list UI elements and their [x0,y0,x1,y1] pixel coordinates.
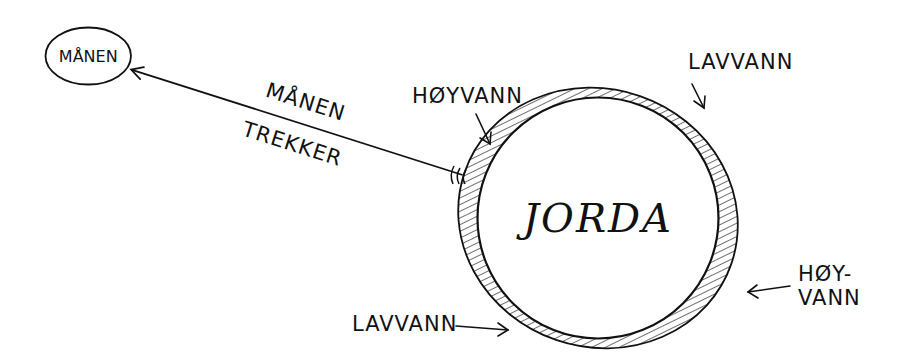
tide-label: HØY- VANN [798,262,878,310]
earth-circle: JORDA [476,96,720,340]
tide-label: LAVVANN [688,50,793,74]
moon-label: MÅNEN [59,47,118,66]
tide-waves [451,166,466,184]
earth-label: JORDA [523,195,673,241]
edge-label: MÅNEN TREKKER [219,60,379,186]
moon-circle: MÅNEN [44,26,132,86]
tide-label: HØYVANN [412,84,523,108]
tide-label: LAVVANN [352,312,457,336]
